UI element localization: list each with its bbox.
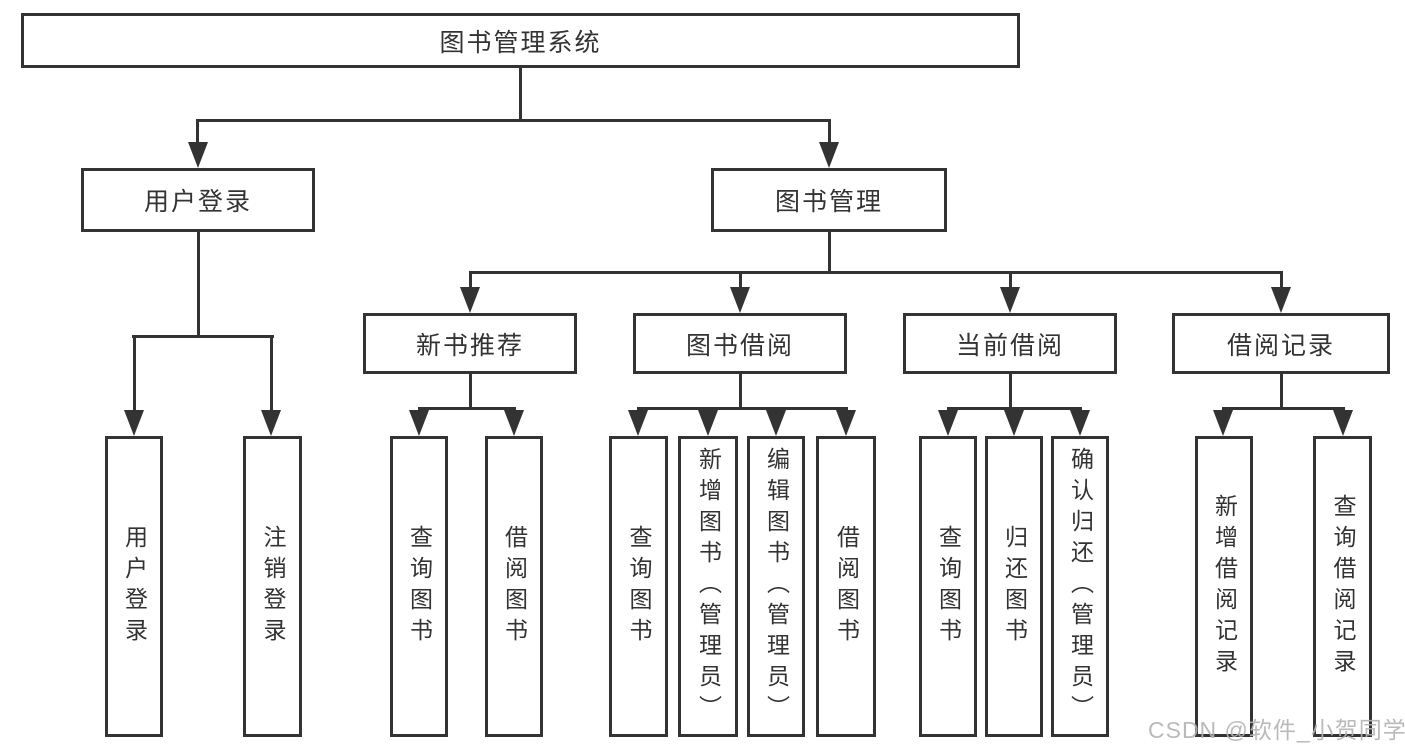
arrow-newbooks-leaf-2 [504,410,524,436]
connector-userlogin-drop-right [270,335,273,413]
arrow-bookborrow-leaf-1 [628,410,648,436]
leaf-confirm-return-admin-label: 确认归还（管理员） [1067,447,1094,726]
connector-userlogin-stem [197,232,200,337]
connector-bookmgmt-drop-4 [1280,271,1283,289]
arrow-bookborrow-leaf-2 [698,410,718,436]
leaf-query-borrow-record: 查询借阅记录 [1313,436,1372,737]
leaf-borrow-books-2-label: 借阅图书 [833,524,860,649]
node-borrow-records: 借阅记录 [1172,313,1390,374]
leaf-user-login: 用户登录 [105,436,163,737]
connector-bookmgmt-drop-2 [739,271,742,289]
leaf-return-book: 归还图书 [985,436,1043,737]
connector-currentborrow-stem [1009,374,1012,410]
connector-currentborrow-hbar [947,407,1082,410]
leaf-confirm-return-admin: 确认归还（管理员） [1051,436,1109,737]
connector-bookmgmt-stem [828,232,831,274]
connector-root-drop-left [196,119,199,145]
node-current-borrow: 当前借阅 [903,313,1117,374]
arrow-to-borrow-records [1271,287,1291,313]
leaf-edit-book-admin: 编辑图书（管理员） [747,436,805,737]
leaf-query-books-2: 查询图书 [609,436,668,737]
arrow-borrowrecords-leaf-2 [1333,410,1353,436]
leaf-query-books-3: 查询图书 [919,436,977,737]
leaf-query-books-2-label: 查询图书 [626,524,652,649]
node-user-login-label: 用户登录 [143,188,252,216]
node-book-mgmt: 图书管理 [711,168,947,232]
leaf-edit-book-admin-label: 编辑图书（管理员） [763,447,790,726]
leaf-borrow-books-1-label: 借阅图书 [501,524,528,649]
arrow-currentborrow-leaf-1 [938,410,958,436]
arrow-borrowrecords-leaf-1 [1213,410,1233,436]
arrow-to-user-login [188,142,208,168]
arrow-to-current-borrow [1000,287,1020,313]
connector-bookmgmt-drop-1 [469,271,472,289]
arrow-bookborrow-leaf-4 [836,410,856,436]
arrow-to-book-mgmt [819,142,839,168]
csdn-watermark: CSDN @软件_小贺同学 [1148,717,1405,743]
arrow-to-new-books [460,287,480,313]
leaf-logout: 注销登录 [243,436,302,737]
arrow-newbooks-leaf-1 [409,410,429,436]
connector-root-hbar [197,119,831,122]
leaf-add-borrow-record-label: 新增借阅记录 [1211,493,1238,680]
connector-bookmgmt-hbar [469,271,1283,274]
leaf-query-books-1-label: 查询图书 [406,524,433,649]
arrow-bookborrow-leaf-3 [766,410,786,436]
connector-borrowrecords-hbar [1222,407,1345,410]
leaf-user-login-label: 用户登录 [121,524,148,649]
leaf-return-book-label: 归还图书 [1001,524,1028,649]
leaf-borrow-books-1: 借阅图书 [485,436,543,737]
node-borrow-records-label: 借阅记录 [1226,331,1335,360]
arrow-currentborrow-leaf-3 [1070,410,1090,436]
node-current-borrow-label: 当前借阅 [955,331,1064,360]
leaf-query-books-1: 查询图书 [390,436,448,737]
connector-newbooks-hbar [418,407,516,410]
connector-root-drop-right [828,119,831,145]
node-new-books: 新书推荐 [363,313,577,374]
node-book-mgmt-label: 图书管理 [774,188,883,216]
connector-newbooks-stem [469,374,472,410]
node-new-books-label: 新书推荐 [415,331,524,360]
leaf-add-borrow-record: 新增借阅记录 [1195,436,1253,737]
connector-bookborrow-stem [739,374,742,410]
arrow-currentborrow-leaf-2 [1004,410,1024,436]
arrow-to-leaf-user-login [124,410,144,436]
leaf-query-borrow-record-label: 查询借阅记录 [1330,493,1356,680]
connector-userlogin-hbar [132,335,274,338]
node-root-label: 图书管理系统 [439,28,602,57]
node-user-login: 用户登录 [81,168,315,232]
leaf-query-books-3-label: 查询图书 [935,524,962,649]
node-book-borrow: 图书借阅 [633,313,847,374]
leaf-add-book-admin-label: 新增图书（管理员） [695,447,722,726]
connector-root-stem [519,68,522,121]
connector-userlogin-drop-left [133,335,136,413]
arrow-to-leaf-logout [261,410,281,436]
leaf-logout-label: 注销登录 [260,524,286,649]
connector-bookmgmt-drop-3 [1009,271,1012,289]
node-root: 图书管理系统 [21,13,1020,68]
connector-bookborrow-hbar [637,407,848,410]
leaf-borrow-books-2: 借阅图书 [816,436,876,737]
leaf-add-book-admin: 新增图书（管理员） [678,436,738,737]
arrow-to-book-borrow [730,287,750,313]
node-book-borrow-label: 图书借阅 [685,331,794,360]
connector-borrowrecords-stem [1280,374,1283,410]
